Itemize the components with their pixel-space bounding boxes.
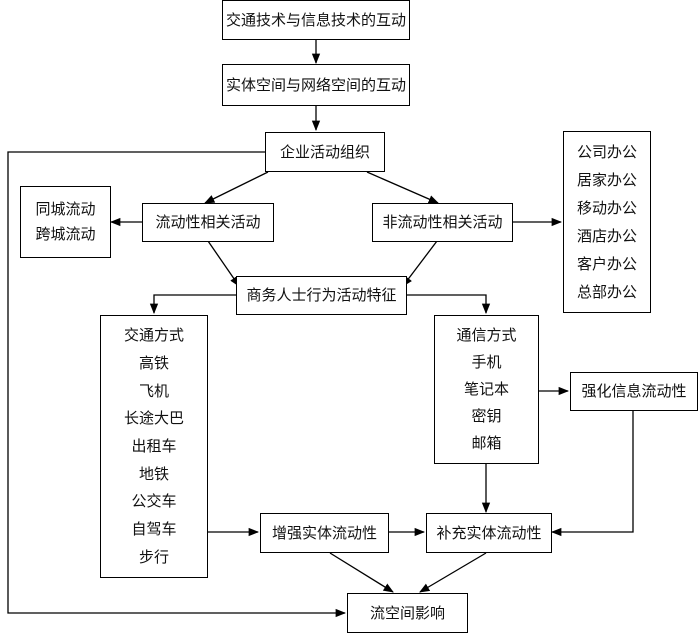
node-non-mobility-related-label: 非流动性相关活动	[382, 213, 503, 231]
transport-item: 飞机	[138, 381, 169, 400]
transport-item: 公交车	[131, 492, 177, 511]
transport-item: 交通方式	[123, 326, 184, 345]
node-strengthen-info-flow-label: 强化信息流动性	[581, 382, 687, 400]
transport-item: 自驾车	[131, 519, 177, 538]
office-type-item: 居家办公	[576, 170, 637, 189]
node-city-flow: 同城流动 跨城流动	[20, 186, 111, 258]
node-supplement-physical-flow: 补充实体流动性	[426, 513, 552, 553]
node-strengthen-info-flow: 强化信息流动性	[570, 372, 698, 411]
node-supplement-physical-flow-label: 补充实体流动性	[436, 523, 542, 542]
office-type-item: 客户办公	[576, 254, 637, 273]
transport-item: 高铁	[138, 353, 169, 372]
arrow-mobility-to-business	[207, 240, 240, 287]
communication-item: 邮箱	[471, 434, 502, 452]
transport-item: 步行	[138, 547, 169, 566]
office-type-item: 公司办公	[576, 142, 637, 161]
node-enhance-physical-flow: 增强实体流动性	[260, 513, 389, 553]
node-enterprise: 企业活动组织	[265, 132, 385, 172]
node-mobility-related: 流动性相关活动	[142, 203, 274, 242]
node-business-behavior-label: 商务人士行为活动特征	[246, 286, 397, 304]
node-tech-interaction: 交通技术与信息技术的互动	[222, 0, 410, 40]
node-tech-interaction-label: 交通技术与信息技术的互动	[225, 10, 406, 29]
node-flow-space-impact-label: 流空间影响	[369, 603, 445, 622]
arrow-strengthen-to-supplement	[550, 410, 634, 537]
node-space-interaction: 实体空间与网络空间的互动	[222, 64, 410, 106]
node-flow-space-impact: 流空间影响	[347, 593, 468, 633]
arrow-supplement-to-flowspace	[419, 552, 487, 593]
arrow-business-to-communication	[407, 294, 491, 315]
node-business-behavior: 商务人士行为活动特征	[236, 276, 407, 315]
transport-item: 长途大巴	[123, 409, 184, 428]
office-type-item: 移动办公	[576, 198, 637, 217]
communication-item: 通信方式	[456, 326, 517, 344]
communication-item: 密钥	[471, 407, 502, 425]
arrow-nonmobility-to-business	[402, 240, 438, 287]
node-space-interaction-label: 实体空间与网络空间的互动	[225, 75, 406, 94]
city-flow-item: 同城流动	[35, 200, 96, 218]
node-enhance-physical-flow-label: 增强实体流动性	[271, 523, 377, 542]
node-non-mobility-related: 非流动性相关活动	[372, 203, 513, 242]
transport-item: 地铁	[138, 464, 169, 483]
office-type-item: 总部办公	[576, 282, 637, 301]
communication-item: 手机	[471, 353, 502, 371]
node-enterprise-label: 企业活动组织	[279, 142, 370, 161]
transport-item: 出租车	[131, 436, 177, 455]
node-transport-modes: 交通方式 高铁 飞机 长途大巴 出租车 地铁 公交车 自驾车 步行	[100, 315, 208, 578]
arrow-business-to-transport	[149, 294, 236, 315]
office-type-item: 酒店办公	[576, 226, 637, 245]
node-mobility-related-label: 流动性相关活动	[155, 213, 261, 231]
city-flow-item: 跨城流动	[35, 225, 96, 243]
arrow-enterprise-to-nonmobility	[366, 171, 439, 204]
node-communication-modes: 通信方式 手机 笔记本 密钥 邮箱	[434, 315, 539, 464]
arrow-enhance-to-flowspace	[329, 552, 394, 593]
arrow-enterprise-to-flowspace	[7, 151, 347, 618]
arrow-enterprise-to-mobility	[204, 171, 269, 204]
node-office-types: 公司办公 居家办公 移动办公 酒店办公 客户办公 总部办公	[563, 131, 651, 313]
communication-item: 笔记本	[463, 380, 509, 398]
